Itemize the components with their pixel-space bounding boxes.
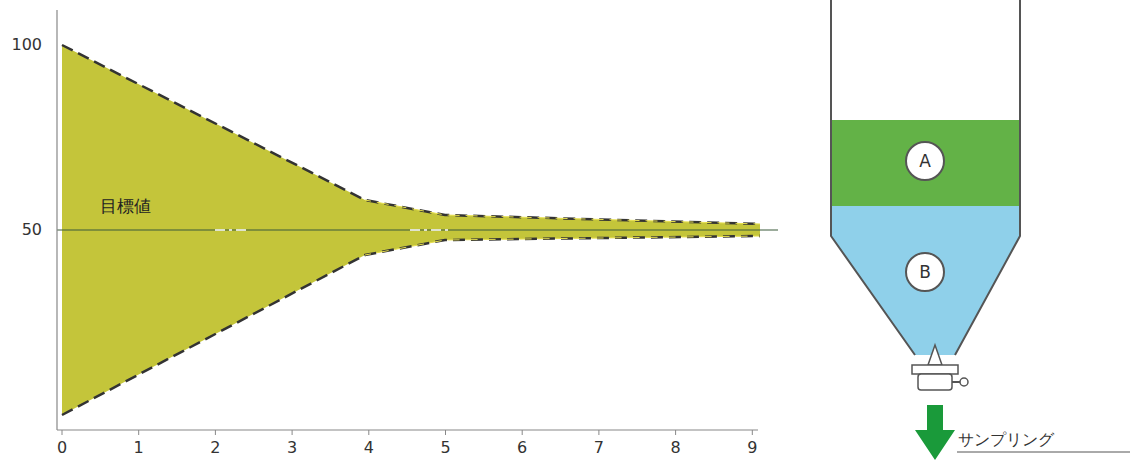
x-tick <box>522 430 523 435</box>
silo-wall <box>955 0 1020 355</box>
upper-bound <box>62 45 760 224</box>
x-axis-value: 2 <box>210 439 220 457</box>
silo-wall <box>831 0 915 355</box>
layer-b <box>831 206 1020 355</box>
x-tick <box>215 430 216 435</box>
x-axis-value: 1 <box>134 439 144 457</box>
target-dash <box>410 229 450 231</box>
valve-cone <box>928 345 942 365</box>
valve-handle <box>960 378 968 386</box>
target-line <box>57 229 778 230</box>
sampling-label: サンプリング <box>958 431 1054 449</box>
x-tick <box>445 430 446 435</box>
sampling-arrow <box>915 405 955 460</box>
x-tick <box>292 430 293 435</box>
layer-letter: B <box>919 264 931 281</box>
x-tick <box>598 430 599 435</box>
valve-body <box>918 374 952 390</box>
x-axis-value: 3 <box>287 439 297 457</box>
axis-value: 100 <box>11 36 42 54</box>
label-underline <box>957 452 1130 453</box>
x-tick <box>752 430 753 435</box>
axis-value: 50 <box>22 221 42 239</box>
y-axis <box>56 10 57 430</box>
x-axis <box>57 429 758 430</box>
x-axis-value: 5 <box>440 439 450 457</box>
x-axis-value: 6 <box>517 439 527 457</box>
x-axis-value: 4 <box>364 439 374 457</box>
target-dash <box>215 229 250 231</box>
x-tick <box>62 430 63 435</box>
lower-bound <box>62 236 760 415</box>
x-tick <box>368 430 369 435</box>
layer-a <box>831 120 1020 206</box>
layer-circle: B <box>905 252 945 292</box>
target-label: 目標値 <box>100 197 151 216</box>
x-tick <box>138 430 139 435</box>
layer-circle: A <box>905 141 945 181</box>
lower-bound-highlight <box>365 236 760 255</box>
x-axis-value: 9 <box>747 439 757 457</box>
x-tick <box>675 430 676 435</box>
layer-letter: A <box>919 153 931 170</box>
upper-bound-highlight <box>365 200 760 224</box>
x-axis-value: 0 <box>57 439 67 457</box>
x-axis-value: 7 <box>594 439 604 457</box>
x-axis-value: 8 <box>671 439 681 457</box>
valve-flange <box>912 365 958 374</box>
